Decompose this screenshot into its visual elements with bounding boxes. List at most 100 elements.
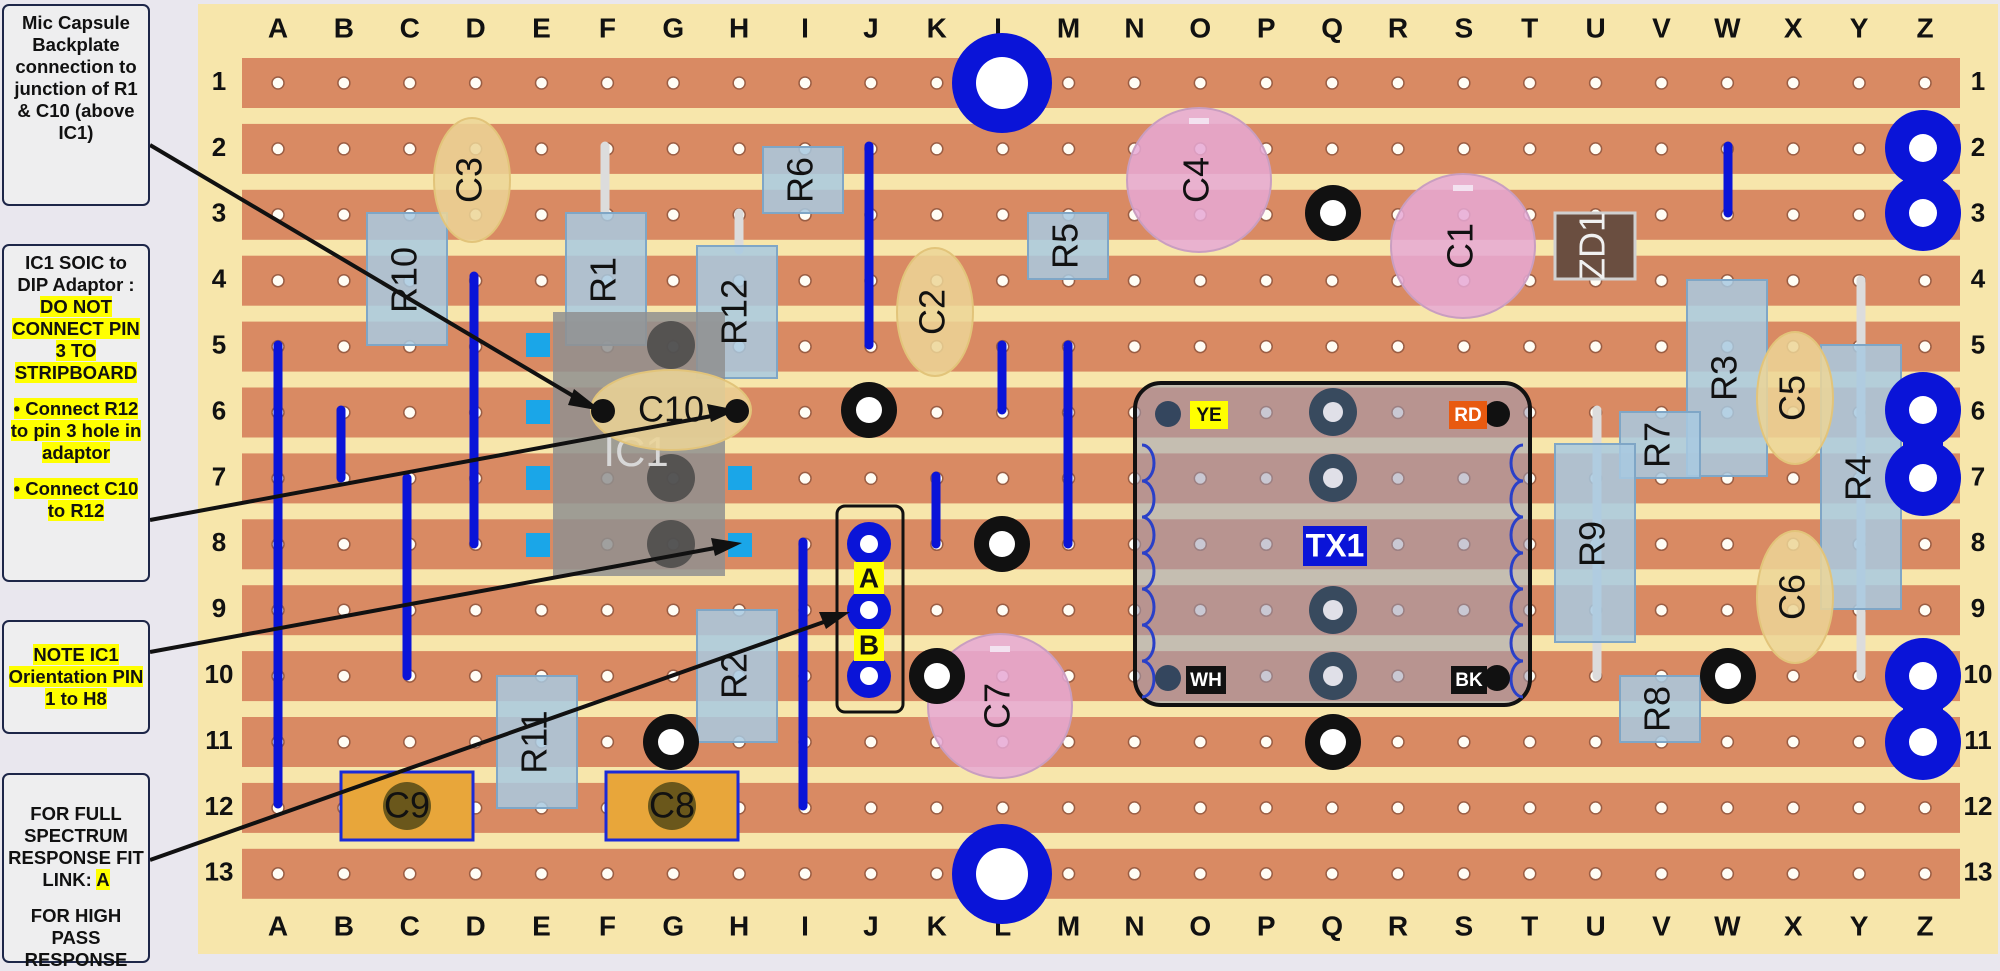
- hole-J1: [864, 76, 878, 90]
- column-label-bottom-N: N: [1124, 910, 1144, 941]
- hole-Y13: [1852, 867, 1866, 881]
- column-label-top-U: U: [1585, 12, 1605, 43]
- transformer-tx1: [1133, 381, 1532, 707]
- hole-M12: [1061, 801, 1076, 815]
- hole-Y3: [1852, 208, 1866, 222]
- hole-W9: [1720, 603, 1735, 617]
- hole-E9: [534, 603, 549, 617]
- hole-V3: [1654, 208, 1669, 222]
- hole-Z12: [1918, 801, 1932, 815]
- row-label-right-6: 6: [1971, 395, 1985, 425]
- hole-G9: [666, 603, 681, 617]
- column-label-top-Y: Y: [1850, 12, 1869, 43]
- hole-B1: [337, 76, 351, 90]
- row-label-right-4: 4: [1971, 264, 1986, 294]
- hole-Z4: [1918, 273, 1932, 288]
- hole-H1: [732, 76, 746, 90]
- hole-W12: [1720, 801, 1735, 815]
- row-label-left-5: 5: [212, 329, 226, 359]
- hole-X4: [1786, 273, 1800, 288]
- row-label-left-8: 8: [212, 527, 226, 557]
- hole-X12: [1786, 801, 1800, 815]
- hole-A4: [271, 273, 285, 288]
- hole-X11: [1786, 735, 1800, 749]
- hole-K13: [930, 867, 944, 881]
- hole-Z5: [1918, 339, 1932, 354]
- hole-X7: [1786, 471, 1800, 486]
- note-ic1-adaptor-item2: • Connect C10 to R12: [13, 478, 139, 521]
- column-label-top-O: O: [1189, 12, 1211, 43]
- hole-X10: [1786, 669, 1800, 683]
- label-c8: C8: [649, 785, 695, 826]
- hole-B8: [337, 537, 351, 552]
- column-label-bottom-M: M: [1057, 910, 1080, 941]
- note-ic1-adaptor-item1: • Connect R12 to pin 3 hole in adaptor: [10, 398, 142, 463]
- hole-B4: [337, 273, 351, 288]
- hole-S11: [1457, 735, 1471, 749]
- blue-pads: [952, 33, 1961, 924]
- note-link-high-pass: FOR HIGH PASS RESPONSE: [24, 905, 128, 970]
- note-ic1-adaptor: IC1 SOIC to DIP Adaptor : DO NOT CONNECT…: [2, 244, 150, 582]
- hole-H2: [732, 142, 746, 156]
- link-selector: [835, 504, 905, 714]
- row-label-right-1: 1: [1971, 66, 1985, 96]
- hole-T11: [1522, 735, 1537, 749]
- row-label-right-9: 9: [1971, 593, 1985, 623]
- hole-G2: [666, 142, 681, 156]
- column-label-bottom-G: G: [662, 910, 684, 941]
- hole-J7: [864, 471, 878, 486]
- column-label-bottom-U: U: [1585, 910, 1605, 941]
- hole-R2: [1391, 142, 1405, 156]
- hole-G4: [666, 273, 681, 288]
- row-label-left-3: 3: [212, 198, 226, 228]
- cap-c1: [1390, 173, 1536, 319]
- row-label-left-9: 9: [212, 593, 226, 623]
- hole-Z9: [1918, 603, 1932, 617]
- hole-C2: [403, 142, 417, 156]
- hole-Y1: [1852, 76, 1866, 90]
- note-mic-capsule-text: Mic Capsule Backplate connection to junc…: [14, 12, 138, 143]
- column-label-top-M: M: [1057, 12, 1080, 43]
- strip-row-9: [242, 585, 1960, 636]
- hole-J11: [864, 735, 878, 749]
- hole-O12: [1193, 801, 1208, 815]
- hole-V8: [1654, 537, 1669, 552]
- hole-N12: [1127, 801, 1142, 815]
- label-r9: R9: [1572, 521, 1613, 567]
- column-label-top-Q: Q: [1321, 12, 1343, 43]
- hole-O5: [1193, 339, 1208, 354]
- hole-F11: [600, 735, 615, 749]
- label-r1: R1: [583, 257, 624, 303]
- hole-D1: [468, 76, 483, 90]
- hole-K12: [930, 801, 944, 815]
- hole-O1: [1193, 76, 1208, 90]
- label-tx1: TX1: [1306, 527, 1365, 563]
- hole-P1: [1259, 76, 1273, 90]
- hole-B5: [337, 339, 351, 354]
- label-c7: C7: [977, 683, 1018, 729]
- hole-D13: [468, 867, 483, 881]
- resistor-r6: [762, 146, 844, 214]
- hole-U5: [1588, 339, 1603, 354]
- electrolytic-caps: [927, 107, 1536, 779]
- hole-I5: [798, 339, 812, 354]
- hole-U2: [1588, 142, 1603, 156]
- hole-A1: [271, 76, 285, 90]
- hole-E2: [534, 142, 549, 156]
- row-label-left-13: 13: [205, 857, 234, 887]
- hole-S13: [1457, 867, 1471, 881]
- column-label-top-V: V: [1652, 12, 1671, 43]
- label-c5: C5: [1772, 375, 1813, 421]
- hole-Q1: [1325, 76, 1339, 90]
- hole-Y12: [1852, 801, 1866, 815]
- hole-Q12: [1325, 801, 1339, 815]
- connection-pads: [643, 185, 1756, 770]
- hole-K6: [930, 405, 944, 420]
- column-label-bottom-K: K: [927, 910, 947, 941]
- hole-N4: [1127, 273, 1142, 288]
- cap-c4: [1126, 107, 1272, 253]
- column-label-bottom-T: T: [1521, 910, 1538, 941]
- row-label-right-2: 2: [1971, 132, 1985, 162]
- hole-T2: [1522, 142, 1537, 156]
- hole-A13: [271, 867, 285, 881]
